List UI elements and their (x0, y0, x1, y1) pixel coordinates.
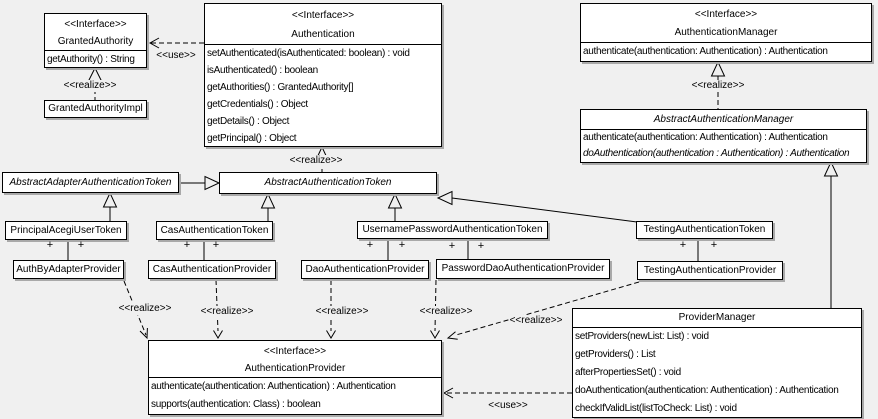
class-authentication[interactable]: <<Interface>> Authentication setAuthenti… (204, 3, 442, 147)
class-cas-authentication-provider[interactable]: CasAuthenticationProvider (148, 260, 276, 279)
class-name: GrantedAuthority (57, 36, 134, 47)
class-name: AbstractAuthenticationToken (264, 177, 392, 188)
class-name: CasAuthenticationProvider (152, 264, 272, 275)
method-row: authenticate(authentication: Authenticat… (583, 46, 828, 57)
realize-edge-label: <<realize>> (62, 80, 118, 92)
association-end-plus: + (46, 239, 54, 251)
method-row: checkIfValidList(listToCheck: List) : vo… (575, 403, 737, 414)
method-row: doAuthentication(authentication: Authent… (575, 385, 839, 396)
class-name: AuthByAdapterProvider (16, 264, 121, 275)
stereotype-label: <<Interface>> (694, 9, 758, 20)
association-end-plus: + (679, 239, 687, 251)
method-row: authenticate(authentication: Authenticat… (583, 132, 828, 143)
class-name: TestingAuthenticationProvider (643, 265, 777, 276)
method-row: authenticate(authentication: Authenticat… (151, 381, 396, 392)
method-row: getAuthority() : String (47, 54, 135, 65)
association-end-plus: + (448, 240, 456, 252)
realize-edge-label: <<realize>> (117, 303, 173, 315)
method-row: doAuthentication(authentication : Authen… (583, 148, 850, 159)
method-row: getCredentials() : Object (207, 99, 308, 110)
class-auth-by-adapter-provider[interactable]: AuthByAdapterProvider (13, 260, 124, 279)
class-password-dao-authentication-provider[interactable]: PasswordDaoAuthenticationProvider (436, 259, 610, 279)
class-testing-authentication-provider[interactable]: TestingAuthenticationProvider (637, 261, 783, 280)
association-end-plus: + (477, 240, 485, 252)
use-edge-label: <<use>> (487, 400, 529, 412)
association-end-plus: + (77, 239, 85, 251)
class-username-password-authentication-token[interactable]: UsernamePasswordAuthenticationToken (357, 221, 548, 239)
class-header: <<Interface>> Authentication (205, 4, 441, 44)
class-name: PasswordDaoAuthenticationProvider (441, 263, 605, 274)
class-authentication-provider[interactable]: <<Interface>> AuthenticationProvider aut… (148, 340, 442, 415)
association-end-plus: + (212, 239, 220, 251)
method-row: getDetails() : Object (207, 116, 290, 127)
class-abstract-authentication-manager[interactable]: AbstractAuthenticationManager authentica… (580, 109, 867, 163)
association-end-plus: + (398, 239, 406, 251)
association-end-plus: + (710, 239, 718, 251)
class-header: <<Interface>> AuthenticationManager (581, 4, 871, 42)
realize-edge-label: <<realize>> (418, 306, 474, 318)
class-name: PrincipalAcegiUserToken (10, 225, 122, 236)
class-name: Authentication (291, 29, 355, 40)
method-row: getAuthorities() : GrantedAuthority[] (207, 82, 354, 93)
class-name: DaoAuthenticationProvider (305, 264, 425, 275)
method-row: setAuthenticated(isAuthenticated: boolea… (207, 48, 410, 59)
class-testing-authentication-token[interactable]: TestingAuthenticationToken (636, 221, 773, 239)
class-name: AbstractAdapterAuthenticationToken (9, 177, 172, 188)
class-authentication-manager[interactable]: <<Interface>> AuthenticationManager auth… (580, 3, 872, 62)
class-name: GrantedAuthorityImpl (48, 103, 143, 114)
class-header: <<Interface>> AuthenticationProvider (149, 341, 441, 377)
class-name: AbstractAuthenticationManager (653, 114, 794, 125)
stereotype-label: <<Interface>> (263, 346, 327, 357)
method-row: afterPropertiesSet() : void (575, 367, 681, 378)
class-header: <<Interface>> GrantedAuthority (45, 14, 146, 50)
class-granted-authority[interactable]: <<Interface>> GrantedAuthority getAuthor… (44, 13, 147, 68)
class-abstract-adapter-authentication-token[interactable]: AbstractAdapterAuthenticationToken (2, 172, 179, 193)
association-end-plus: + (183, 239, 191, 251)
class-provider-manager[interactable]: ProviderManager setProviders(newList: Li… (572, 308, 862, 418)
class-dao-authentication-provider[interactable]: DaoAuthenticationProvider (301, 260, 429, 279)
stereotype-label: <<Interface>> (291, 10, 355, 21)
class-name: TestingAuthenticationToken (643, 224, 766, 235)
realize-edge-label: <<realize>> (199, 306, 255, 318)
realize-edge-label: <<realize>> (690, 80, 746, 92)
class-name: CasAuthenticationToken (160, 225, 269, 236)
class-cas-authentication-token[interactable]: CasAuthenticationToken (156, 221, 273, 240)
method-row: getPrincipal() : Object (207, 133, 297, 144)
method-row: isAuthenticated() : boolean (207, 65, 318, 76)
method-row: setProviders(newList: List) : void (575, 331, 709, 342)
realize-edge-label: <<realize>> (314, 306, 370, 318)
method-row: supports(authentication: Class) : boolea… (151, 399, 321, 410)
class-name: AuthenticationProvider (244, 363, 346, 374)
class-granted-authority-impl[interactable]: GrantedAuthorityImpl (44, 100, 147, 118)
class-abstract-authentication-token[interactable]: AbstractAuthenticationToken (219, 172, 437, 194)
realize-edge-label: <<realize>> (288, 155, 344, 167)
association-end-plus: + (366, 239, 374, 251)
realize-edge-label: <<realize>> (508, 315, 564, 327)
method-row: getProviders() : List (575, 349, 656, 360)
stereotype-label: <<Interface>> (64, 19, 127, 30)
class-name: UsernamePasswordAuthenticationToken (362, 224, 543, 235)
class-name: ProviderManager (678, 312, 756, 323)
use-edge-label: <<use>> (155, 50, 197, 62)
class-name: AuthenticationManager (674, 27, 778, 38)
class-principal-acegi-user-token[interactable]: PrincipalAcegiUserToken (5, 221, 127, 240)
